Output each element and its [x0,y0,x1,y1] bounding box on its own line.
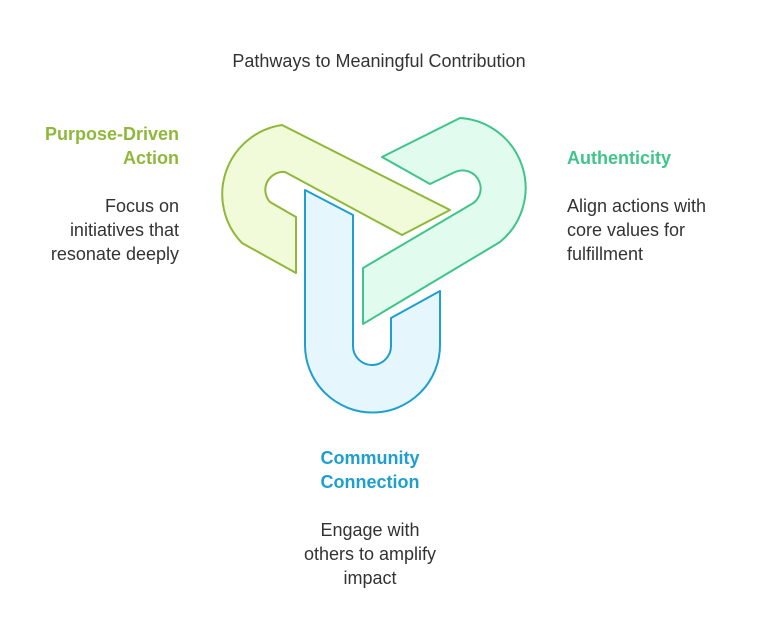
purpose-driven-action-description: Focus on initiatives that resonate deepl… [50,196,179,264]
authenticity-heading: Authenticity [567,148,672,168]
authenticity-block: Authenticity Align actions with core val… [567,146,752,266]
community-connection-description: Engage with others to amplify impact [303,520,437,588]
authenticity-link-shape [362,117,527,325]
purpose-link-shape [221,124,451,274]
community-link-shape [304,189,441,414]
authenticity-description: Align actions with core values for fulfi… [567,196,707,264]
purpose-driven-action-heading: Purpose-Driven Action [44,124,179,168]
community-connection-block: Community Connection Engage with others … [270,446,470,590]
community-connection-heading: Community Connection [320,448,420,492]
purpose-driven-action-block: Purpose-Driven Action Focus on initiativ… [10,122,179,266]
page-title: Pathways to Meaningful Contribution [232,51,526,71]
